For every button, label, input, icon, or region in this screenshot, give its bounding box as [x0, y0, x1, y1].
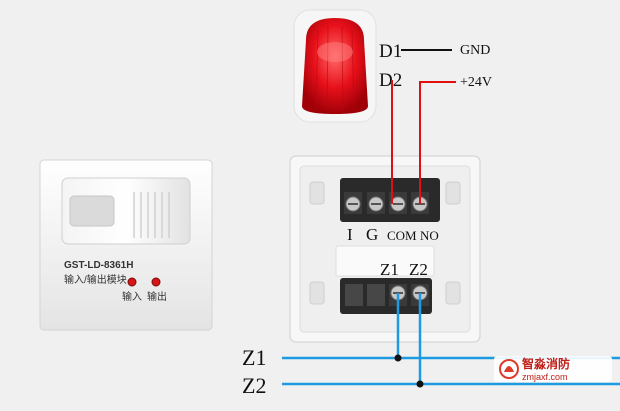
siren [293, 9, 377, 123]
watermark-brand: 智淼消防 [521, 356, 570, 371]
input-led-label: 输入 [122, 290, 142, 303]
io-module: GST-LD-8361H 输入/输出模块 输入 输出 [39, 159, 213, 331]
terminal-z1-label: Z1 [380, 260, 399, 279]
bus-z1-label: Z1 [242, 345, 266, 370]
module-vent-grille [133, 192, 170, 238]
terminal-com-label: COM [387, 228, 417, 243]
module-cover [61, 177, 191, 245]
output-led [151, 277, 161, 287]
module-name-label: 输入/输出模块 [64, 273, 127, 286]
z2-junction [416, 380, 424, 388]
gnd-label: GND [460, 43, 490, 58]
bus-z2-label: Z2 [242, 373, 266, 398]
z1-junction [394, 354, 402, 362]
watermark-url: zmjaxf.com [522, 372, 568, 382]
siren-lens [302, 18, 368, 114]
d2-label: D2 [379, 70, 402, 91]
watermark: 智淼消防 zmjaxf.com [494, 356, 612, 382]
d1-label: D1 [379, 41, 402, 62]
terminal-i-label: I [347, 225, 353, 244]
module-window [69, 195, 115, 227]
plus24v-label: +24V [460, 75, 492, 90]
terminal-g-label: G [366, 225, 378, 244]
plus24v-to-no-wire [419, 81, 456, 204]
output-led-label: 输出 [147, 290, 167, 303]
mounting-base: I G COM NO Z1 Z2 [289, 155, 481, 343]
terminal-no-label: NO [420, 228, 439, 243]
module-model-label: GST-LD-8361H [64, 260, 133, 271]
input-led [127, 277, 137, 287]
terminal-z2-label: Z2 [409, 260, 428, 279]
signal-wires [391, 80, 456, 204]
